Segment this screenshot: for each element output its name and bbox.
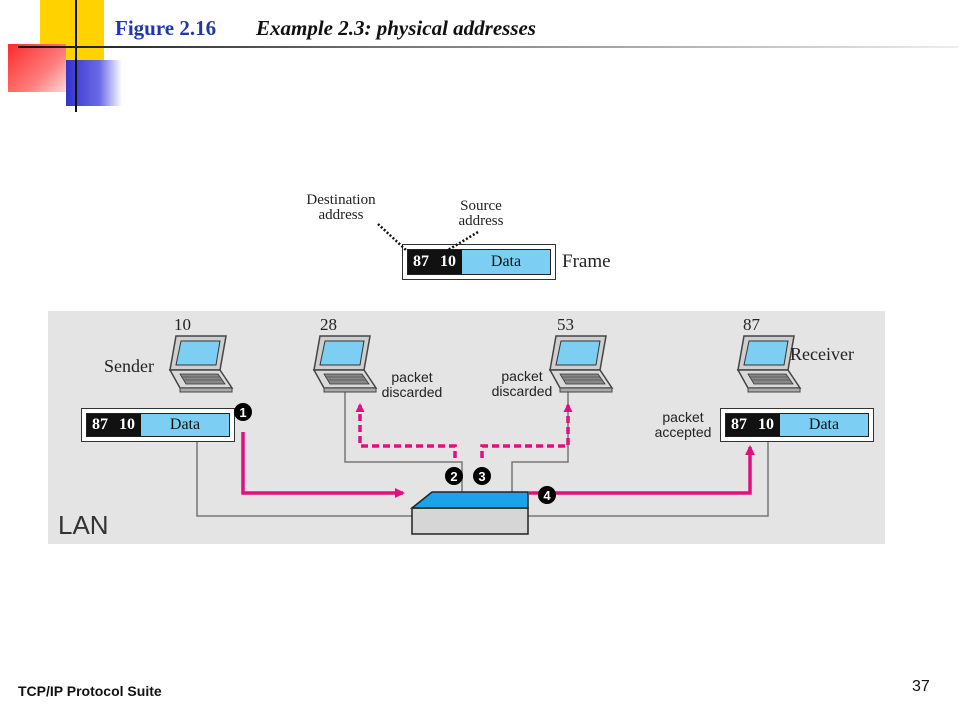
path-to-station-28 [355,403,457,458]
sender-frame-dst: 87 [87,414,113,436]
step-badge-1: 1 [234,403,252,421]
frame-data: Data [462,250,550,274]
path-to-station-53 [480,403,573,458]
frame-word: Frame [562,251,611,272]
source-pointer [447,230,479,252]
sender-label: Sender [104,356,154,376]
source-address-label: Source address [458,198,504,229]
destination-pointer [377,223,407,251]
switch-icon [409,491,529,535]
footer-suite-title: TCP/IP Protocol Suite [18,683,162,699]
figure-label: Figure 2.16 [115,16,217,40]
path-sender-to-switch [241,432,405,498]
step-badge-4: 4 [538,486,556,504]
decoration-vertical-rule [75,0,77,112]
sender-frame-block: 87 10 Data [81,408,235,442]
note-packet-discarded-28: packet discarded [381,369,443,400]
station-address-10: 10 [174,315,191,334]
laptop-icon-28 [313,335,377,393]
path-switch-to-receiver [529,445,755,495]
step-badge-3: 3 [473,467,491,485]
step-badge-2: 2 [445,467,463,485]
decoration-red-block [8,44,66,92]
lan-label: LAN [58,510,109,540]
decoration-horizontal-rule [18,46,958,48]
station-address-53: 53 [557,315,574,334]
frame-src: 10 [434,250,462,274]
page-number: 37 [912,678,930,695]
destination-address-label: Destination address [306,192,376,223]
figure-title: Example 2.3: physical addresses [256,16,536,40]
receiver-frame-block: 87 10 Data [720,408,874,442]
receiver-label: Receiver [790,344,854,364]
receiver-frame-src: 10 [752,414,780,436]
laptop-icon-53 [549,335,613,393]
laptop-icon-sender [169,335,233,393]
station-address-28: 28 [320,315,337,334]
note-packet-discarded-53: packet discarded [491,368,553,399]
receiver-frame-data: Data [780,414,868,436]
frame-legend-block: 87 10 Data [402,244,556,280]
receiver-frame-dst: 87 [726,414,752,436]
sender-frame-data: Data [141,414,229,436]
frame-dst: 87 [408,250,434,274]
note-packet-accepted: packet accepted [654,409,712,440]
sender-frame-src: 10 [113,414,141,436]
station-address-87: 87 [743,315,760,334]
